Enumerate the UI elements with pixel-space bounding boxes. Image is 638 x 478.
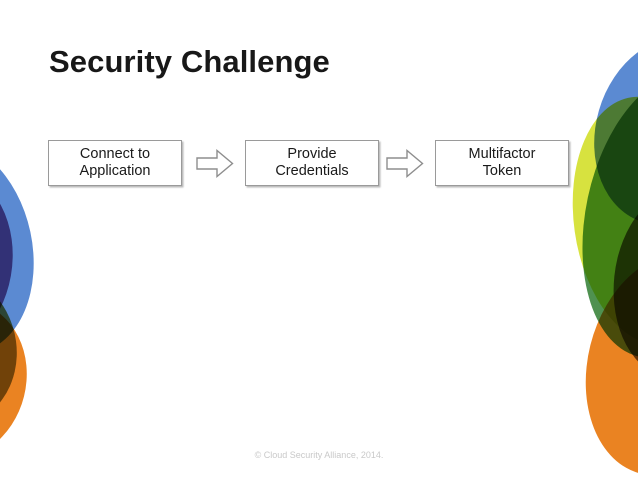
petal-green-right — [557, 55, 638, 375]
flow-step-label-line1: Provide — [287, 146, 337, 162]
petal-dark-olive-right — [604, 181, 638, 385]
process-flow: Connect to Application Provide Credentia… — [48, 140, 570, 188]
page-title: Security Challenge — [49, 44, 330, 79]
flow-step-label-line2: Application — [79, 163, 151, 179]
petal-orange-left — [0, 285, 44, 475]
flow-step-provide-credentials: Provide Credentials — [245, 140, 379, 186]
flow-step-connect-to-application: Connect to Application — [48, 140, 182, 186]
petal-olive-left — [0, 249, 38, 447]
flow-step-label-line1: Multifactor — [468, 146, 536, 162]
flow-step-label-line2: Token — [482, 163, 522, 179]
petal-purple-left — [0, 156, 28, 370]
flow-step-label-line1: Connect to — [79, 146, 151, 162]
flow-step-multifactor-token: Multifactor Token — [435, 140, 569, 186]
arrow-right-icon — [386, 148, 424, 179]
flow-step-label-line2: Credentials — [275, 163, 349, 179]
petal-orange-right — [563, 235, 638, 478]
arrow-right-icon — [196, 148, 234, 179]
petal-blue-left — [0, 126, 53, 369]
petal-lime-right — [557, 86, 638, 356]
footer-copyright: © Cloud Security Alliance, 2014. — [254, 450, 384, 460]
petal-blue-right — [572, 19, 638, 243]
